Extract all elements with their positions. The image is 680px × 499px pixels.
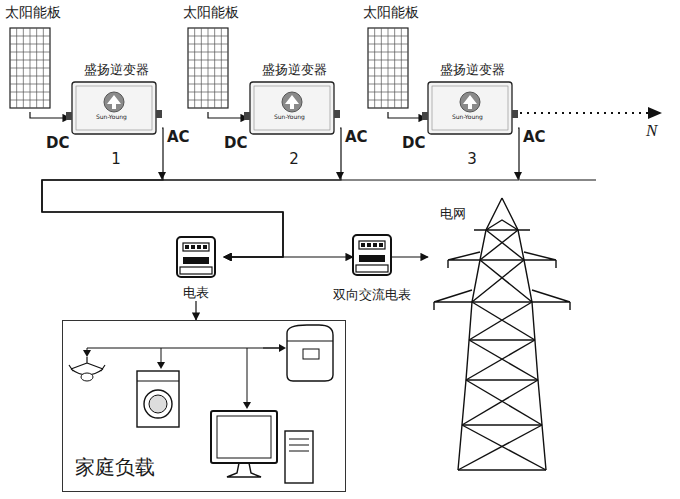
node-outline [183,4,245,112]
logo-text: Sun-Young [274,114,305,121]
logo-text: Sun-Young [452,114,483,121]
solar-panel: 太阳能板 [363,4,425,112]
port-label: AC [345,129,368,146]
port-label: DC [402,135,425,152]
node-label: 电网 [440,206,466,222]
node-number: 1 [111,150,121,168]
connector [42,128,519,257]
node-label: 太阳能板 [5,4,61,21]
node-number: 3 [467,150,477,168]
port-label: DC [46,135,69,152]
connector [391,256,428,257]
connector [388,112,426,118]
dotted-line [520,112,650,114]
node-outline [363,4,425,112]
logo-text: Sun-Young [96,114,127,121]
connector [208,112,248,118]
grid-tower: 电网 [428,190,576,475]
arrow-head [648,107,662,119]
solar-panel: 太阳能板 [5,4,77,112]
bus-line [520,179,596,180]
connector [42,128,283,257]
connector [195,301,196,320]
port-label: DC [224,135,247,152]
node-label: 太阳能板 [183,4,239,21]
port-label: AC [523,129,546,146]
node-number: 2 [289,150,299,168]
node-label: 太阳能板 [363,4,419,21]
meter-box: 电表 [168,235,224,301]
port-label: AC [167,129,190,146]
node-label: 家庭负载 [75,455,155,479]
node-label: 盛扬逆变器 [84,62,149,78]
connector [30,112,70,118]
count-label: N [646,122,657,141]
node-label: 电表 [183,285,209,301]
node-label: 盛扬逆变器 [262,62,327,78]
node-label: 盛扬逆变器 [440,62,505,78]
connector [224,256,353,257]
bus-arrowheads [158,172,522,180]
household-box: 家庭负载 [62,320,346,492]
meter-box: 双向交流电表 [316,233,428,303]
solar-panel: 太阳能板 [183,4,245,112]
node-outline [428,190,576,475]
node-outline [5,4,77,112]
node-label: 双向交流电表 [333,287,411,303]
